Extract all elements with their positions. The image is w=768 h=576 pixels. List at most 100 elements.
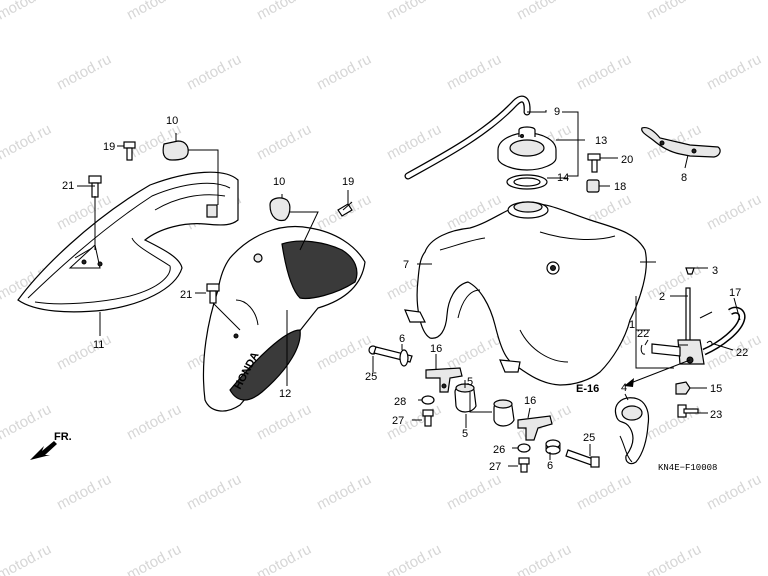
reference-label: E-16 [576, 383, 599, 395]
watermark-text: motod.ru [644, 401, 704, 444]
callout-19-left: 19 [103, 141, 115, 153]
callout-1: 1 [629, 319, 635, 331]
watermark-text: motod.ru [704, 471, 764, 514]
left-shroud [17, 171, 239, 313]
callout-18: 18 [614, 181, 626, 193]
bolt-25-right [565, 449, 600, 468]
collar-6-right [545, 439, 561, 455]
callout-15: 15 [710, 383, 722, 395]
tank-bracket [641, 127, 721, 158]
watermark-text: motod.ru [254, 0, 314, 24]
direction-arrow: FR. [30, 431, 72, 460]
callout-17: 17 [729, 287, 741, 299]
callout-27-right: 27 [489, 461, 501, 473]
watermark-text: motod.ru [704, 191, 764, 234]
callout-22-left: 22 [637, 328, 649, 340]
watermark-text: motod.ru [184, 51, 244, 94]
watermark-text: motod.ru [514, 541, 574, 576]
bolt-27-right [518, 457, 530, 473]
callout-16-left: 16 [430, 343, 442, 355]
diagram-code: KN4E−F10008 [658, 463, 717, 473]
watermark-text: motod.ru [444, 471, 504, 514]
guard-4 [614, 397, 650, 465]
callout-8: 8 [681, 172, 687, 184]
watermark-text: motod.ru [124, 401, 184, 444]
bolt-19-right [337, 201, 353, 217]
watermark-text: motod.ru [644, 0, 704, 24]
watermark-text: motod.ru [54, 331, 114, 374]
callout-25-right: 25 [583, 432, 595, 444]
callout-6-top: 6 [399, 333, 405, 345]
watermark-text: motod.ru [644, 261, 704, 304]
callout-2: 2 [659, 291, 665, 303]
fuel-tank [404, 201, 656, 386]
watermark-text: motod.ru [0, 0, 54, 24]
watermark-text: motod.ru [444, 51, 504, 94]
watermark-text: motod.ru [184, 471, 244, 514]
callout-14: 14 [557, 172, 569, 184]
bracket-16-left [425, 367, 463, 393]
bolt-23 [677, 404, 699, 418]
collar-6-left [399, 349, 409, 367]
watermark-text: motod.ru [574, 471, 634, 514]
fuel-cap [497, 126, 557, 171]
breather-tube [404, 95, 531, 180]
watermark-text: motod.ru [704, 331, 764, 374]
watermark-text: motod.ru [0, 121, 54, 164]
watermark-text: motod.ru [574, 51, 634, 94]
bolt-20 [587, 153, 601, 173]
watermark-text: motod.ru [254, 541, 314, 576]
callout-10-left: 10 [166, 115, 178, 127]
callout-labels: 1 2 3 4 5 5 6 6 7 8 9 10 10 11 12 13 14 … [62, 106, 748, 473]
watermark-text: motod.ru [314, 471, 374, 514]
bolt-25-left [368, 345, 413, 363]
callout-9: 9 [554, 106, 560, 118]
callout-21-left: 21 [62, 180, 74, 192]
callout-13: 13 [595, 135, 607, 147]
collar-18 [586, 179, 600, 193]
callout-19-right: 19 [342, 176, 354, 188]
watermark-text: motod.ru [54, 51, 114, 94]
watermark-text: motod.ru [644, 541, 704, 576]
watermark-text: motod.ru [0, 541, 54, 576]
callout-10-right: 10 [273, 176, 285, 188]
bolt-27-left [422, 409, 434, 427]
washer-26 [517, 443, 531, 453]
watermark-text: motod.ru [314, 331, 374, 374]
callout-6-bottom: 6 [547, 460, 553, 472]
bracket-16-right [517, 415, 553, 441]
callout-7: 7 [403, 259, 409, 271]
watermark-text: motod.ru [514, 0, 574, 24]
watermark-text: motod.ru [384, 541, 444, 576]
watermark-text: motod.ru [54, 471, 114, 514]
callout-22-right: 22 [736, 347, 748, 359]
leader-lines [77, 110, 741, 467]
watermark-text: motod.ru [704, 51, 764, 94]
fuel-valve [640, 267, 746, 365]
washer-28 [421, 395, 435, 405]
callout-5-bottom: 5 [462, 428, 468, 440]
callout-4: 4 [621, 382, 627, 394]
rubber-5-right [493, 399, 515, 427]
callout-28: 28 [394, 396, 406, 408]
direction-label: FR. [54, 431, 72, 443]
callout-16-right: 16 [524, 395, 536, 407]
callout-21-right: 21 [180, 289, 192, 301]
watermark-text: motod.ru [0, 401, 54, 444]
fuel-cap-gasket [506, 174, 548, 190]
watermark-text: motod.ru [124, 541, 184, 576]
callout-3: 3 [712, 265, 718, 277]
callout-25-left: 25 [365, 371, 377, 383]
bolt-15 [675, 381, 691, 395]
watermark-text: motod.ru [444, 331, 504, 374]
reference-arrow [624, 359, 691, 387]
watermark-text: motod.ru [314, 51, 374, 94]
watermark-text: motod.ru [254, 121, 314, 164]
right-shroud: HONDA [202, 226, 366, 412]
callout-12: 12 [279, 388, 291, 400]
watermark-text: motod.ru [384, 0, 444, 24]
callout-20: 20 [621, 154, 633, 166]
callout-27-left: 27 [392, 415, 404, 427]
watermark-text: motod.ru [254, 401, 314, 444]
